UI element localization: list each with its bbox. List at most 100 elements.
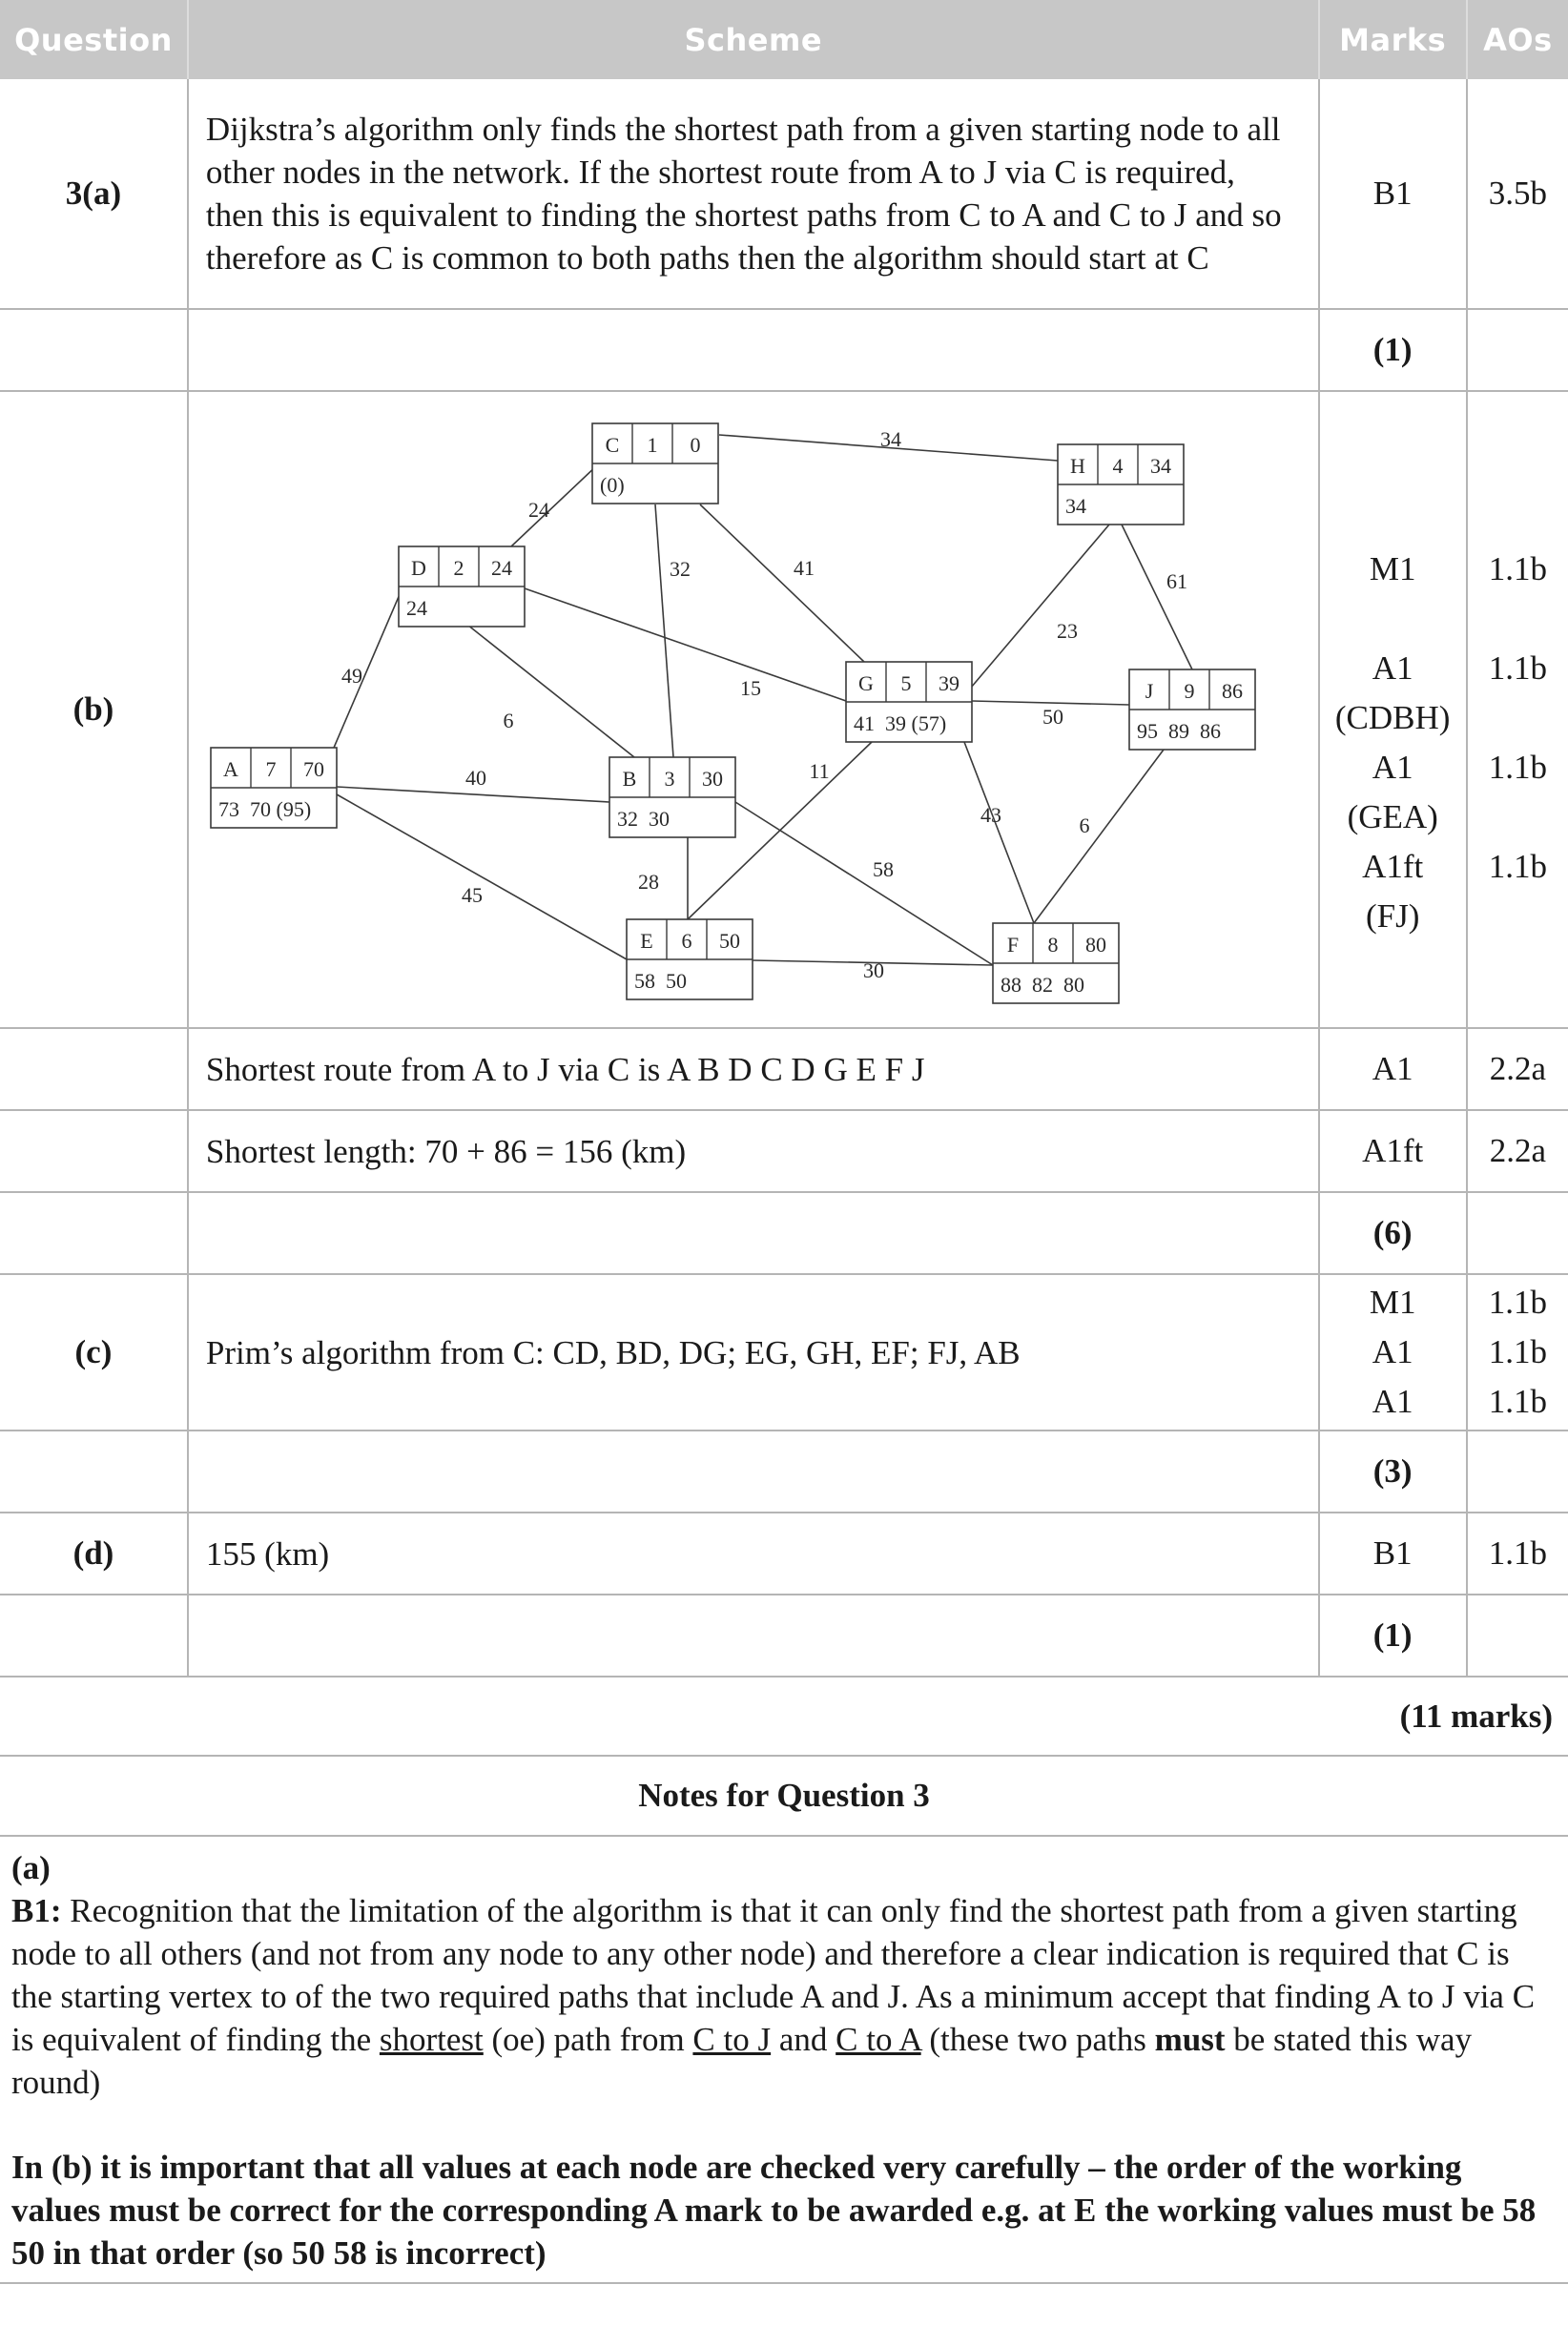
part-b-route-mark: A1 bbox=[1318, 1028, 1468, 1111]
part-b-route: Shortest route from A to J via C is A B … bbox=[187, 1028, 1320, 1111]
notes-b1-text-4: be stated this way round) bbox=[11, 2021, 1473, 2101]
node-working-d: 24 bbox=[406, 596, 427, 620]
node-vertex-g: G bbox=[858, 671, 874, 695]
part-d-scheme: 155 (km) bbox=[187, 1513, 1320, 1595]
part-c-mark-1: M1 bbox=[1369, 1284, 1416, 1321]
notes-b1-shortest: shortest bbox=[379, 2021, 484, 2058]
node-working-j: 95 89 86 bbox=[1137, 719, 1221, 743]
node-working-b: 32 30 bbox=[617, 807, 670, 831]
node-final-e: 50 bbox=[719, 929, 740, 953]
edge-weight-g-f: 43 bbox=[980, 803, 1001, 827]
node-order-c: 1 bbox=[647, 433, 657, 457]
part-c-total: (3) bbox=[1318, 1431, 1468, 1513]
node-working-g: 41 39 (57) bbox=[854, 711, 946, 735]
node-order-j: 9 bbox=[1184, 679, 1194, 703]
edge-weight-c-g: 41 bbox=[794, 556, 815, 580]
node-final-h: 34 bbox=[1150, 454, 1171, 478]
notes-a-heading: (a) bbox=[11, 1849, 51, 1886]
notes-b1-paragraph: B1: Recognition that the limitation of t… bbox=[11, 1889, 1557, 2104]
node-vertex-c: C bbox=[606, 433, 620, 457]
part-c-scheme: Prim’s algorithm from C: CD, BD, DG; EG,… bbox=[187, 1274, 1320, 1431]
notes-b1-c-to-j: C to J bbox=[692, 2021, 772, 2058]
header-scheme: Scheme bbox=[187, 0, 1320, 79]
edge-weight-j-f: 6 bbox=[1079, 813, 1089, 837]
edge-weight-c-h: 34 bbox=[880, 427, 901, 451]
part-b-mark-fj: (FJ) bbox=[1365, 897, 1420, 935]
node-order-a: 7 bbox=[265, 757, 276, 781]
part-c-total-row: (3) bbox=[0, 1431, 1568, 1513]
part-b-total: (6) bbox=[1318, 1192, 1468, 1275]
node-vertex-b: B bbox=[623, 767, 637, 791]
notes-b1-and: and bbox=[771, 2021, 836, 2058]
edge-weight-b-e: 28 bbox=[638, 870, 659, 894]
part-b-total-row: (6) bbox=[0, 1192, 1568, 1275]
edge-g-j bbox=[971, 700, 1129, 706]
edge-weight-a-e: 45 bbox=[462, 883, 483, 907]
part-a-row: 3(a) Dijkstra’s algorithm only finds the… bbox=[0, 79, 1568, 310]
part-c-ao-3: 1.1b bbox=[1488, 1383, 1548, 1420]
node-vertex-a: A bbox=[223, 757, 238, 781]
node-box-g: G 5 39 41 39 (57) bbox=[845, 661, 973, 743]
overall-total-row: (11 marks) bbox=[0, 1677, 1568, 1757]
part-b-mark-gea: (GEA) bbox=[1347, 798, 1438, 835]
part-b-ao-3: 1.1b bbox=[1488, 749, 1548, 786]
edge-weight-a-b: 40 bbox=[465, 766, 486, 790]
node-vertex-e: E bbox=[640, 929, 652, 953]
edge-weight-g-j: 50 bbox=[1042, 705, 1063, 729]
header-aos: AOs bbox=[1466, 0, 1568, 79]
edge-d-b bbox=[466, 624, 635, 758]
part-a-ao: 3.5b bbox=[1466, 79, 1568, 310]
edge-d-g bbox=[524, 587, 847, 702]
node-order-g: 5 bbox=[900, 671, 911, 695]
part-a-scheme: Dijkstra’s algorithm only finds the shor… bbox=[187, 79, 1320, 310]
node-final-b: 30 bbox=[702, 767, 723, 791]
edge-a-b bbox=[336, 786, 609, 803]
notes-b-paragraph: In (b) it is important that all values a… bbox=[11, 2149, 1537, 2272]
part-b-mark-cdbh: (CDBH) bbox=[1334, 699, 1451, 736]
edge-weight-b-f: 58 bbox=[873, 857, 894, 881]
edge-g-f bbox=[963, 741, 1035, 924]
edge-weight-d-g: 15 bbox=[740, 676, 761, 700]
header-marks: Marks bbox=[1318, 0, 1468, 79]
edge-weight-c-b: 32 bbox=[670, 557, 691, 581]
part-c-mark-3: A1 bbox=[1372, 1383, 1413, 1420]
node-order-h: 4 bbox=[1112, 454, 1123, 478]
edge-weight-e-f: 30 bbox=[863, 958, 884, 982]
part-c-mark-2: A1 bbox=[1372, 1333, 1413, 1370]
part-b-mark-a1-2: A1 bbox=[1372, 749, 1413, 786]
part-b-length-row: Shortest length: 70 + 86 = 156 (km) A1ft… bbox=[0, 1110, 1568, 1193]
edge-weight-d-c: 24 bbox=[528, 498, 549, 522]
part-b-mark-a1ft: A1ft bbox=[1362, 848, 1424, 885]
node-working-a: 73 70 (95) bbox=[218, 797, 311, 821]
edge-b-f bbox=[734, 801, 994, 966]
part-d-total: (1) bbox=[1318, 1595, 1468, 1678]
part-d-label: (d) bbox=[0, 1513, 189, 1595]
part-d-mark: B1 bbox=[1318, 1513, 1468, 1595]
edge-c-h bbox=[718, 434, 1058, 462]
part-a-total-row: (1) bbox=[0, 309, 1568, 392]
edge-e-f bbox=[752, 959, 993, 966]
node-working-h: 34 bbox=[1065, 494, 1086, 518]
part-b-mark-a1-1: A1 bbox=[1372, 649, 1413, 687]
node-working-e: 58 50 bbox=[634, 969, 687, 993]
part-b-length-ao: 2.2a bbox=[1466, 1110, 1568, 1193]
node-working-f: 88 82 80 bbox=[1001, 973, 1084, 997]
notes-title-row: Notes for Question 3 bbox=[0, 1756, 1568, 1837]
part-a-label: 3(a) bbox=[0, 79, 189, 310]
node-working-c: (0) bbox=[600, 473, 625, 497]
notes-b1-must: must bbox=[1154, 2021, 1226, 2058]
node-order-f: 8 bbox=[1047, 933, 1058, 957]
edge-j-f bbox=[1033, 749, 1165, 924]
node-final-j: 86 bbox=[1222, 679, 1243, 703]
node-final-g: 39 bbox=[939, 671, 959, 695]
edge-weight-h-g: 23 bbox=[1057, 619, 1078, 643]
part-c-label: (c) bbox=[0, 1274, 189, 1431]
edge-a-d bbox=[333, 585, 404, 749]
